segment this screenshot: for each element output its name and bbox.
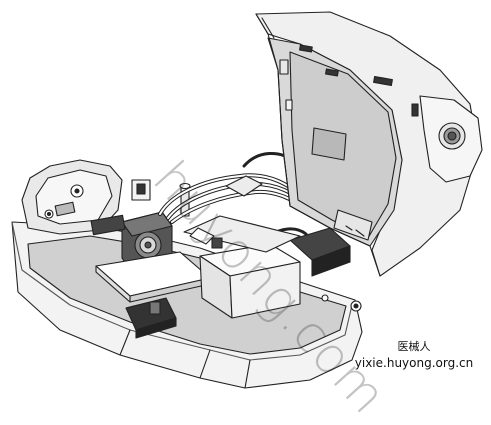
valve-assembly xyxy=(125,297,177,339)
battery-pack xyxy=(199,243,301,319)
sled-plate xyxy=(95,251,211,303)
device-cutaway-illustration xyxy=(11,11,483,389)
heat-sink xyxy=(289,227,351,277)
lid-housing xyxy=(225,11,483,277)
rear-cradle xyxy=(21,159,123,235)
site-url-label: yixie.huyong.org.cn xyxy=(354,356,474,370)
ribbon-cable xyxy=(183,215,301,253)
brand-label: 医械人 xyxy=(397,340,431,353)
image-caption: 医械人 yixie.huyong.org.cn xyxy=(343,339,485,371)
